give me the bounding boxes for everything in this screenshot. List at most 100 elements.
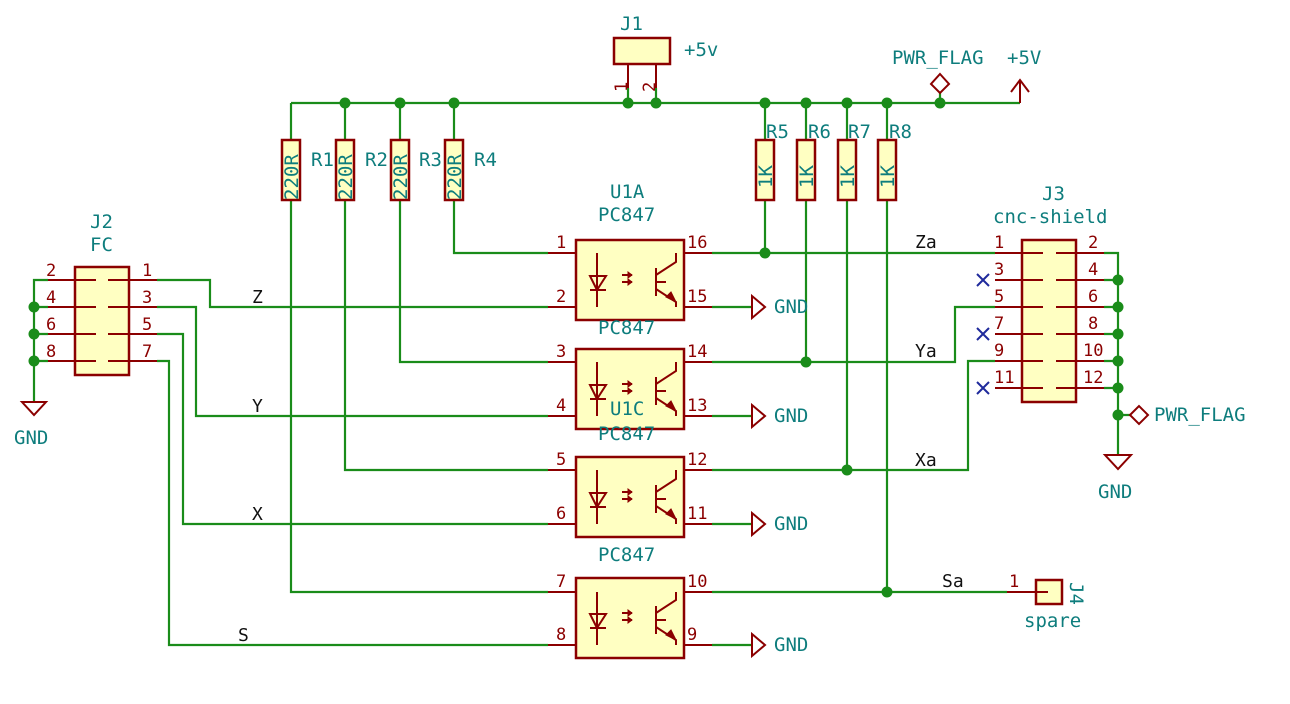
resistor-r7[interactable]: 1K R7: [836, 121, 871, 202]
connector-j1[interactable]: J1 +5v 1 2: [612, 13, 718, 92]
junction: [394, 97, 406, 109]
pwr-flag-top[interactable]: PWR_FLAG: [892, 47, 984, 95]
pwr-flag-right[interactable]: PWR_FLAG: [1128, 404, 1246, 426]
j3-pin-left-3: 5: [994, 287, 1004, 307]
resistors-1k: 1K R5 1K R6 1K R7 1K R8: [754, 121, 912, 202]
opto-4-pin-e: 9: [687, 625, 697, 645]
opto-1-pins: [548, 252, 712, 308]
pwr-flag-right-label: PWR_FLAG: [1154, 404, 1246, 426]
r3-ref: R3: [419, 149, 442, 171]
opto-1-pin-a: 1: [556, 233, 566, 253]
j3-pin-right-1: 2: [1088, 233, 1098, 253]
net-label-ya: Ya: [915, 341, 937, 362]
j1-body: [612, 36, 672, 66]
opto-channel-3[interactable]: PC847 5 6 12 11: [548, 423, 712, 539]
opto-2-pin-a: 3: [556, 342, 566, 362]
net-label-sa: Sa: [942, 571, 964, 592]
gnd-symbol-j2[interactable]: GND: [14, 401, 48, 449]
j2-pin-right-1: 1: [142, 261, 152, 281]
resistor-r4[interactable]: 220R R4: [443, 138, 497, 202]
junction: [841, 97, 853, 109]
gnd-symbol[interactable]: GND: [751, 293, 808, 321]
j3-pins: [995, 252, 1104, 389]
opto-2-pin-e: 13: [687, 396, 707, 416]
junction: [1112, 355, 1124, 367]
r3-to-pin3: [398, 200, 548, 364]
gnd-label: GND: [1098, 481, 1132, 503]
r4-to-pin1: [452, 200, 548, 255]
net-label-s: S: [238, 625, 249, 646]
r2-value: 220R: [335, 154, 357, 200]
gnd-label: GND: [774, 405, 808, 427]
j3-pin-right-6: 12: [1083, 368, 1103, 388]
resistor-r1[interactable]: 220R R1: [280, 138, 334, 202]
r8-ref: R8: [889, 121, 912, 143]
net-label-z: Z: [252, 287, 263, 308]
u1c-ref: U1C: [610, 398, 644, 420]
r5-body: [754, 138, 776, 202]
junction: [800, 356, 812, 368]
opto-3-value: PC847: [598, 423, 655, 445]
j2-value: FC: [90, 234, 113, 256]
j4-ref: J4: [1065, 582, 1087, 605]
opto-3-pin-a: 5: [556, 450, 566, 470]
net-label-x: X: [252, 504, 263, 525]
opto-channel-1[interactable]: U1A PC847 1 2 16 15: [548, 181, 712, 322]
connector-j3[interactable]: J3 cnc-shield 1 3 5 7 9 11 2 4 6 8 10 12: [976, 183, 1107, 404]
junction: [28, 328, 40, 340]
pwr-flag-top-label: PWR_FLAG: [892, 47, 984, 69]
j1-ref: J1: [620, 13, 643, 35]
resistor-r8[interactable]: 1K R8: [876, 121, 912, 202]
u1a-ref: U1A: [610, 181, 645, 203]
opto-channel-4[interactable]: PC847 7 8 10 9: [548, 544, 712, 660]
j3-pin-left-2: 3: [994, 260, 1004, 280]
j1-pin1-number: 1: [612, 82, 632, 92]
r1-ref: R1: [311, 149, 334, 171]
resistor-r2[interactable]: 220R R2: [334, 138, 388, 202]
opto-4-pin-a: 7: [556, 572, 566, 592]
j2-pins: [48, 279, 157, 362]
r1-value: 220R: [281, 154, 303, 200]
vcc-symbol[interactable]: +5V: [1007, 47, 1041, 103]
r4-value: 220R: [444, 154, 466, 200]
j3-pin-left-5: 9: [994, 341, 1004, 361]
junction: [800, 97, 812, 109]
r6-body: [795, 138, 817, 202]
net-ya: [712, 305, 995, 364]
opto-3-pin-e: 11: [687, 504, 707, 524]
resistors-220r: 220R R1 220R R2 220R R3 220R R4: [280, 138, 497, 202]
opto-1-pin-k: 2: [556, 287, 566, 307]
j3-pin-left-1: 1: [994, 233, 1004, 253]
net-y: [157, 305, 548, 418]
gnd-icon: [1102, 454, 1134, 471]
opto-4-value: PC847: [598, 544, 655, 566]
j3-pin-right-4: 8: [1088, 314, 1098, 334]
opto-1-pin-e: 15: [687, 287, 707, 307]
gnd-symbol[interactable]: GND: [751, 402, 808, 430]
opto-3-arrow-icon: [627, 488, 678, 521]
junction: [1112, 409, 1124, 421]
junction: [881, 97, 893, 109]
connector-j2[interactable]: J2 FC 2 4 6 8 1 3 5 7: [46, 211, 157, 377]
opto-3-pins: [548, 469, 712, 525]
resistor-r6[interactable]: 1K R6: [795, 121, 831, 202]
j3-body: [1020, 238, 1078, 404]
junction: [841, 464, 853, 476]
j2-body: [73, 265, 131, 377]
gnd-symbol[interactable]: GND: [751, 631, 808, 659]
vcc-arrow-icon: [1010, 78, 1030, 103]
opto-4-pins: [548, 591, 712, 646]
resistor-r5[interactable]: 1K R5: [754, 121, 789, 202]
pwr-flag-diamond-icon: [1128, 404, 1150, 426]
junction: [1112, 274, 1124, 286]
opto-2-pins: [548, 361, 712, 417]
gnd-symbol[interactable]: GND: [751, 510, 808, 538]
r5-ref: R5: [766, 121, 789, 143]
gnd-label: GND: [14, 427, 48, 449]
connector-j4[interactable]: 1 J4 spare: [1007, 572, 1087, 632]
j3-gnd-bus: [1104, 251, 1130, 455]
opto-channel-2[interactable]: PC847 U1C 3 4 14 13: [548, 317, 712, 431]
net-label-y: Y: [252, 396, 263, 417]
gnd-symbol-j3[interactable]: GND: [1098, 454, 1134, 503]
resistor-r3[interactable]: 220R R3: [389, 138, 442, 202]
